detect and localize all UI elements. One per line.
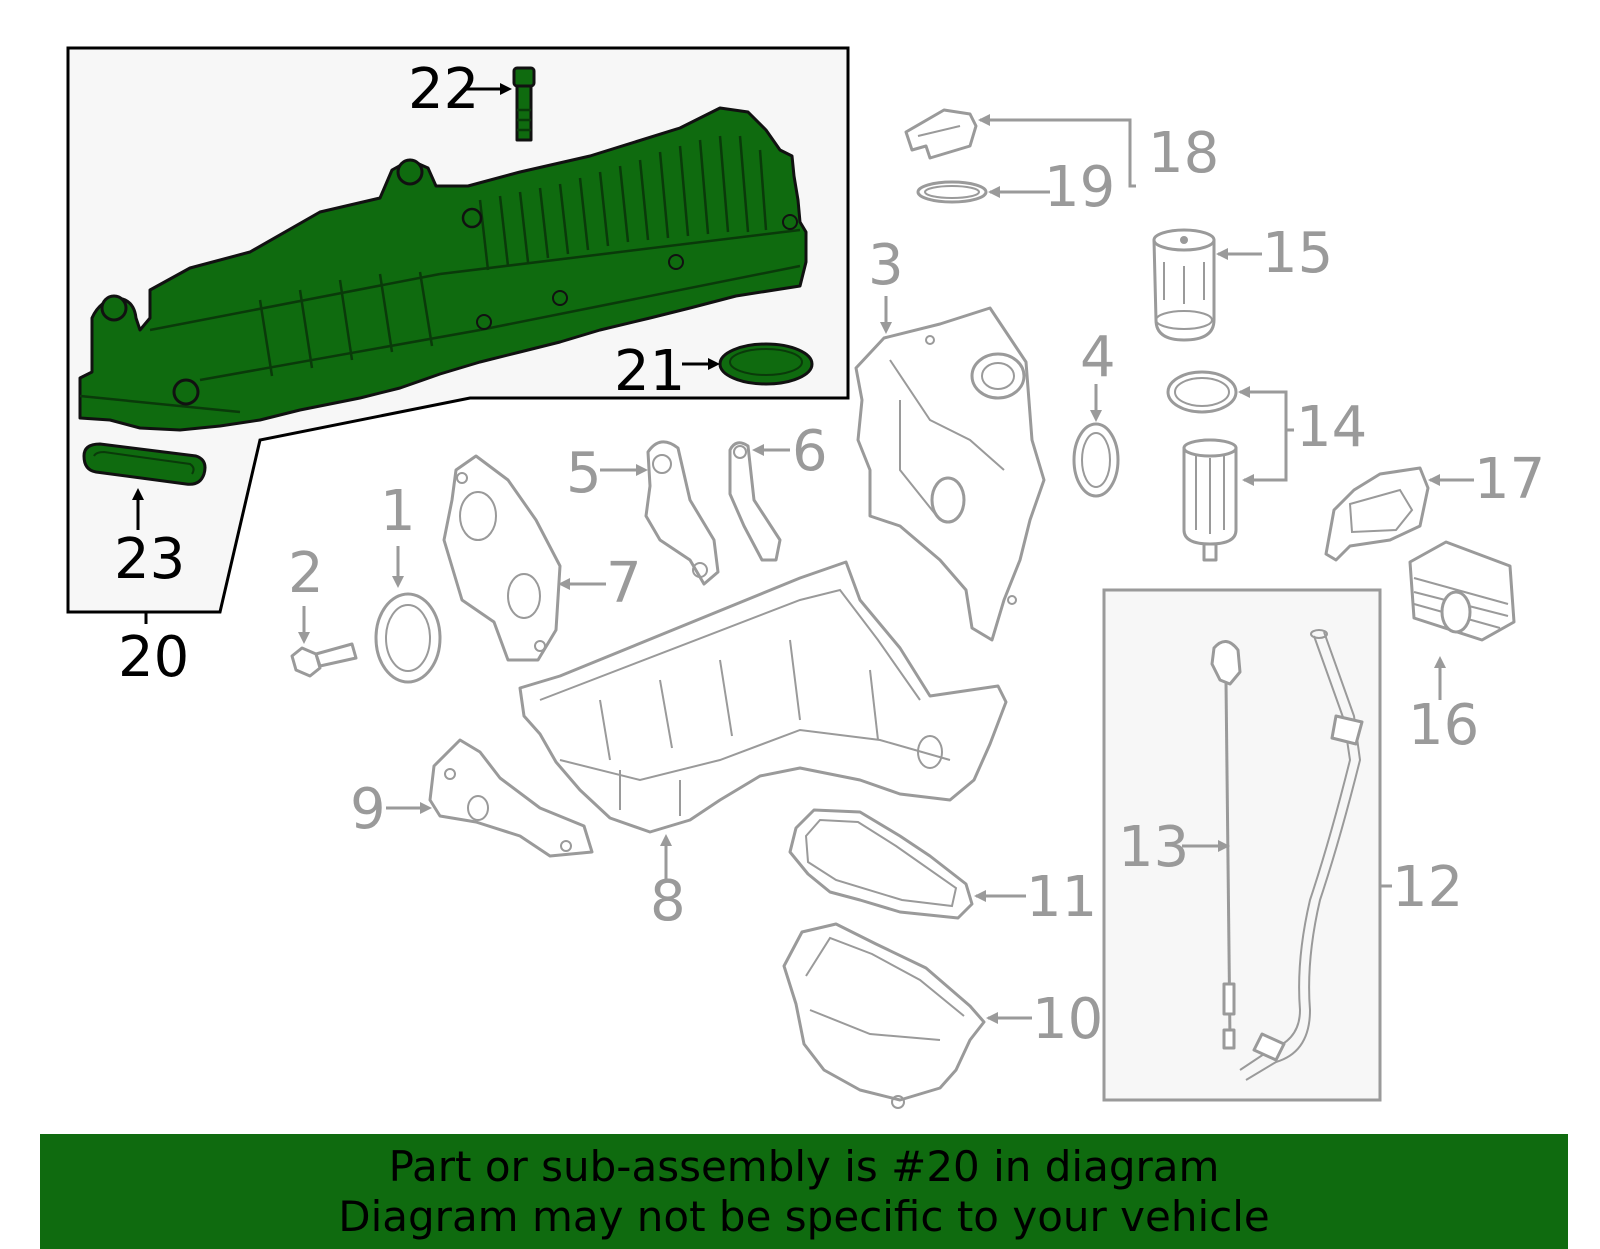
part-13-dipstick[interactable] bbox=[1210, 640, 1242, 1050]
part-16-oil-cooler[interactable] bbox=[1408, 540, 1516, 642]
callout-13: 13 bbox=[1118, 815, 1189, 880]
callout-11: 11 bbox=[1026, 865, 1097, 930]
callout-5: 5 bbox=[566, 441, 602, 506]
callout-19: 19 bbox=[1044, 155, 1115, 220]
gasket-23-part[interactable] bbox=[82, 442, 207, 486]
callout-14: 14 bbox=[1296, 395, 1367, 460]
callout-20: 20 bbox=[118, 625, 189, 690]
info-banner: Part or sub-assembly is #20 in diagram D… bbox=[40, 1134, 1568, 1249]
callout-16: 16 bbox=[1408, 693, 1479, 758]
callout-4: 4 bbox=[1080, 325, 1116, 390]
callout-3: 3 bbox=[868, 233, 904, 298]
intake-manifold-part[interactable] bbox=[78, 106, 808, 432]
callout-15: 15 bbox=[1262, 221, 1333, 286]
dipstick-group-box bbox=[1102, 588, 1382, 1102]
callout-22: 22 bbox=[408, 57, 479, 122]
callout-8: 8 bbox=[650, 869, 686, 934]
callout-1: 1 bbox=[380, 479, 416, 544]
part-15-filter-cap[interactable] bbox=[1152, 228, 1216, 342]
callout-18: 18 bbox=[1148, 121, 1219, 186]
banner-line-2: Diagram may not be specific to your vehi… bbox=[338, 1191, 1270, 1241]
part-4-seal[interactable] bbox=[1072, 422, 1120, 498]
callout-7: 7 bbox=[606, 551, 642, 616]
part-10-oil-pan-lower[interactable] bbox=[782, 922, 986, 1109]
gasket-21-part[interactable] bbox=[718, 342, 814, 386]
banner-line-1: Part or sub-assembly is #20 in diagram bbox=[388, 1141, 1220, 1191]
inactive-leaders bbox=[298, 114, 1474, 1024]
callout-6: 6 bbox=[792, 419, 828, 484]
part-12-dipstick-tube[interactable] bbox=[1239, 629, 1364, 1081]
part-1-seal[interactable] bbox=[374, 592, 442, 684]
callout-12: 12 bbox=[1392, 855, 1463, 920]
part-2-bolt[interactable] bbox=[290, 642, 358, 678]
callout-10: 10 bbox=[1032, 987, 1103, 1052]
bolt-22-part[interactable] bbox=[512, 66, 536, 142]
part-19-oring[interactable] bbox=[916, 180, 988, 204]
callout-17: 17 bbox=[1474, 447, 1545, 512]
part-7-plate[interactable] bbox=[442, 454, 562, 662]
part-9-bracket[interactable] bbox=[428, 738, 594, 858]
callout-23: 23 bbox=[114, 527, 185, 592]
callout-21: 21 bbox=[614, 339, 685, 404]
part-8-oil-pan-upper[interactable] bbox=[518, 560, 1008, 834]
part-18-housing[interactable] bbox=[904, 108, 978, 160]
part-3-timing-cover[interactable] bbox=[854, 306, 1046, 642]
active-leaders bbox=[132, 83, 720, 530]
part-11-gasket[interactable] bbox=[788, 808, 974, 920]
part-14-filter-element[interactable] bbox=[1166, 370, 1238, 562]
part-6-gasket[interactable] bbox=[728, 441, 782, 562]
part-17-gasket[interactable] bbox=[1324, 466, 1430, 562]
part-5-bracket[interactable] bbox=[644, 440, 720, 586]
callout-2: 2 bbox=[288, 541, 324, 606]
callout-9: 9 bbox=[350, 777, 386, 842]
